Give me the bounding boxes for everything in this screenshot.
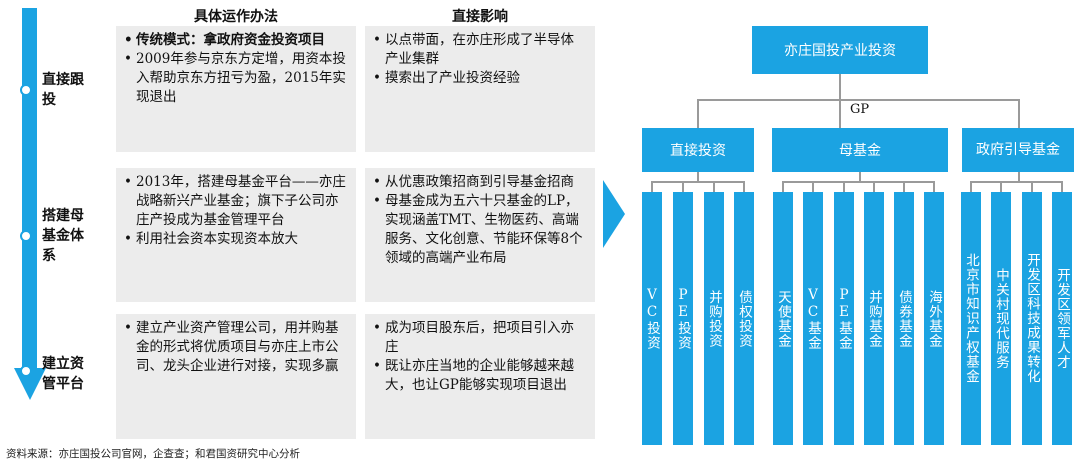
flow-arrow [603, 180, 625, 248]
impact-3-item-1: 成为项目股东后，把项目引入亦庄 [373, 319, 587, 357]
child-box-zgc-modern-services: 中关村现代服务 [991, 192, 1011, 445]
connector-g3-down [1018, 172, 1020, 182]
child-box-ma-investment: 并购投资 [704, 192, 724, 445]
method-1-item-1: 传统模式：拿政府资金投资项目 [124, 31, 348, 50]
connector-g2-c5 [903, 181, 905, 192]
method-3-item-1: 建立产业资产管理公司，用并购基金的形式将优质项目与亦庄上市公司、龙头企业进行对接… [124, 319, 348, 376]
connector-to-group-3 [1018, 99, 1020, 128]
group-box-government-guided-fund: 政府引导基金 [962, 128, 1074, 172]
child-label-g1-4: 债权投资 [736, 289, 752, 348]
impact-cell-2: 从优惠政策招商到引导基金招商 母基金成为五六十只基金的LP，实现涵盖TMT、生物… [365, 168, 595, 302]
method-2-item-2: 利用社会资本实现资本放大 [124, 230, 348, 249]
child-label-g2-5: 债券基金 [896, 289, 912, 348]
connector-g2-c3 [843, 181, 845, 192]
timeline-bar [22, 8, 37, 368]
col-header-impact: 直接影响 [452, 9, 508, 25]
child-box-vc-fund: VC基金 [803, 192, 823, 445]
impact-cell-3: 成为项目股东后，把项目引入亦庄 既让亦庄当地的企业能够越来越大，也让GP能够实现… [365, 314, 595, 439]
group-label-3: 政府引导基金 [976, 142, 1060, 158]
child-label-g2-3: PE基金 [836, 287, 852, 350]
child-box-ma-fund: 并购基金 [864, 192, 884, 445]
row-label-1: 直接跟投 [42, 72, 84, 108]
child-label-g2-1: 天使基金 [775, 289, 791, 348]
connector-g2-c2 [812, 181, 814, 192]
connector-g3-c4 [1061, 181, 1063, 192]
group-box-fund-of-funds: 母基金 [772, 128, 948, 172]
connector-g3-c1 [970, 181, 972, 192]
child-label-g2-4: 并购基金 [866, 289, 882, 348]
child-box-pe-investment: PE投资 [673, 192, 693, 445]
connector-g3-c2 [1000, 181, 1002, 192]
connector-g2-c1 [782, 181, 784, 192]
impact-cell-1: 以点带面，在亦庄形成了半导体产业集群 摸索出了产业投资经验 [365, 26, 595, 152]
child-label-g1-2: PE投资 [675, 287, 691, 350]
connector-g3-c3 [1031, 181, 1033, 192]
connector-g2-horizontal [782, 181, 935, 183]
method-2-item-1: 2013年，搭建母基金平台——亦庄战略新兴产业基金；旗下子公司亦庄产投成为基金管… [124, 173, 348, 230]
child-label-g1-1: VC投资 [644, 287, 660, 350]
method-cell-2: 2013年，搭建母基金平台——亦庄战略新兴产业基金；旗下子公司亦庄产投成为基金管… [116, 168, 356, 302]
method-cell-1: 传统模式：拿政府资金投资项目 2009年参与京东方定增，用资本投入帮助京东方扭亏… [116, 26, 356, 152]
group-label-1: 直接投资 [670, 143, 726, 159]
child-label-g3-4: 开发区领军人才 [1054, 267, 1070, 370]
child-label-g1-3: 并购投资 [706, 289, 722, 348]
impact-3-item-2: 既让亦庄当地的企业能够越来越大，也让GP能够实现项目退出 [373, 357, 587, 395]
group-box-direct-investment: 直接投资 [642, 128, 754, 172]
col-header-method: 具体运作办法 [194, 9, 278, 25]
impact-1-item-2: 摸索出了产业投资经验 [373, 69, 587, 88]
child-box-vc-investment: VC投资 [642, 192, 662, 445]
connector-g1-down [697, 172, 699, 182]
impact-2-item-2: 母基金成为五六十只基金的LP，实现涵盖TMT、生物医药、高端服务、文化创意、节能… [373, 192, 587, 268]
child-label-g3-3: 开发区科技成果转化 [1024, 253, 1040, 384]
method-cell-3: 建立产业资产管理公司，用并购基金的形式将优质项目与亦庄上市公司、龙头企业进行对接… [116, 314, 356, 439]
org-root-box: 亦庄国投产业投资 [752, 26, 928, 74]
connector-to-group-2 [839, 99, 841, 128]
child-box-beijing-ip-fund: 北京市知识产权基金 [961, 192, 981, 445]
child-box-debt-investment: 债权投资 [734, 192, 754, 445]
connector-root-horizontal [697, 99, 1019, 101]
child-label-g2-2: VC基金 [805, 287, 821, 350]
connector-g3-horizontal [970, 181, 1063, 183]
connector-g1-c4 [743, 181, 745, 192]
child-label-g3-2: 中关村现代服务 [993, 267, 1009, 370]
child-box-leading-talent: 开发区领军人才 [1052, 192, 1072, 445]
source-note: 资料来源：亦庄国投公司官网，企查查；和君国资研究中心分析 [6, 448, 300, 460]
child-box-overseas-fund: 海外基金 [924, 192, 944, 445]
connector-g1-horizontal [651, 181, 744, 183]
child-label-g3-1: 北京市知识产权基金 [963, 253, 979, 384]
child-label-g2-6: 海外基金 [926, 289, 942, 348]
connector-to-group-1 [697, 99, 699, 128]
timeline-node-2 [20, 230, 32, 242]
impact-2-item-1: 从优惠政策招商到引导基金招商 [373, 173, 587, 192]
child-box-tech-transfer: 开发区科技成果转化 [1022, 192, 1042, 445]
timeline-node-1 [20, 84, 32, 96]
connector-g2-c4 [873, 181, 875, 192]
group-label-2: 母基金 [839, 143, 881, 159]
impact-1-item-1: 以点带面，在亦庄形成了半导体产业集群 [373, 31, 587, 69]
child-box-pe-fund: PE基金 [834, 192, 854, 445]
connector-g1-c3 [713, 181, 715, 192]
connector-g2-c6 [933, 181, 935, 192]
gp-label: GP [850, 102, 870, 117]
connector-g1-c1 [651, 181, 653, 192]
child-box-angel-fund: 天使基金 [773, 192, 793, 445]
row-label-3: 建立资管平台 [42, 356, 84, 392]
connector-g2-down [859, 172, 861, 182]
connector-root-down [839, 74, 841, 100]
row-label-2: 搭建母基金体系 [42, 208, 84, 264]
method-1-item-2: 2009年参与京东方定增，用资本投入帮助京东方扭亏为盈，2015年实现退出 [124, 50, 348, 107]
child-box-bond-fund: 债券基金 [894, 192, 914, 445]
connector-g1-c2 [682, 181, 684, 192]
org-root-label: 亦庄国投产业投资 [784, 43, 896, 59]
timeline-node-3 [20, 365, 32, 377]
